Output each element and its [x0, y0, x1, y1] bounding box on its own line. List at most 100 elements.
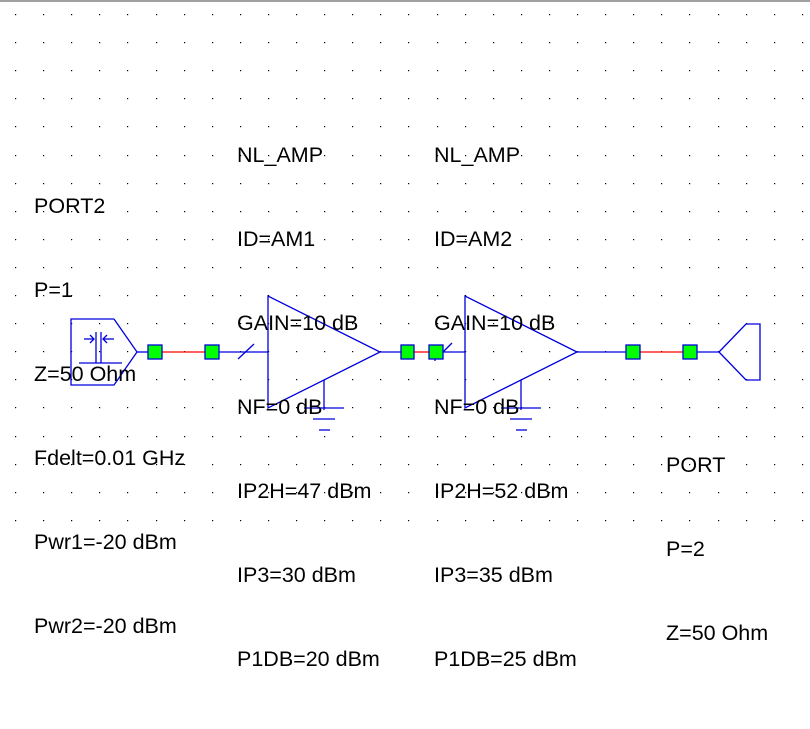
grid-dot: [240, 42, 242, 44]
grid-dot: [633, 464, 635, 466]
grid-dot: [577, 436, 579, 438]
node-port2-in[interactable]: [682, 344, 698, 360]
grid-dot: [184, 407, 186, 409]
port1-param-p: P=1: [34, 278, 73, 302]
grid-dot: [605, 379, 607, 381]
grid-dot: [296, 379, 298, 381]
grid-dot: [493, 42, 495, 44]
grid-dot: [380, 407, 382, 409]
grid-dot: [746, 183, 748, 185]
grid-dot: [661, 183, 663, 185]
grid-dot: [268, 14, 270, 16]
grid-dot: [296, 70, 298, 72]
grid-dot: [352, 436, 354, 438]
grid-dot: [718, 155, 720, 157]
grid-dot: [352, 267, 354, 269]
node-port1-out[interactable]: [147, 344, 163, 360]
grid-dot: [718, 464, 720, 466]
grid-dot: [296, 98, 298, 100]
node-amp1-out[interactable]: [400, 344, 415, 360]
grid-dot: [493, 295, 495, 297]
grid-dot: [774, 98, 776, 100]
grid-dot: [240, 126, 242, 128]
amp2-symbol[interactable]: [434, 294, 626, 431]
grid-dot: [352, 14, 354, 16]
grid-dot: [493, 183, 495, 185]
grid-dot: [15, 126, 17, 128]
grid-dot: [746, 407, 748, 409]
grid-dot: [661, 155, 663, 157]
grid-dot: [437, 323, 439, 325]
grid-dot: [15, 155, 17, 157]
grid-dot: [324, 98, 326, 100]
grid-dot: [549, 239, 551, 241]
grid-dot: [408, 436, 410, 438]
schematic-canvas[interactable]: PORT2 P=1 Z=50 Ohm Fdelt=0.01 GHz Pwr1=-…: [0, 0, 810, 671]
grid-dot: [605, 42, 607, 44]
grid-dot: [746, 211, 748, 213]
grid-dot: [408, 70, 410, 72]
grid-dot: [661, 492, 663, 494]
grid-dot: [802, 267, 804, 269]
grid-dot: [746, 14, 748, 16]
grid-dot: [156, 379, 158, 381]
grid-dot: [268, 520, 270, 522]
grid-dot: [408, 267, 410, 269]
grid-dot: [380, 211, 382, 213]
grid-dot: [268, 183, 270, 185]
grid-dot: [71, 98, 73, 100]
grid-dot: [774, 520, 776, 522]
port1-label[interactable]: PORT2 P=1 Z=50 Ohm Fdelt=0.01 GHz Pwr1=-…: [34, 136, 185, 696]
grid-dot: [268, 42, 270, 44]
grid-dot: [352, 42, 354, 44]
grid-dot: [549, 436, 551, 438]
grid-dot: [43, 155, 45, 157]
amp1-symbol[interactable]: [219, 294, 401, 431]
grid-dot: [43, 323, 45, 325]
amp2-input-marker: [442, 342, 453, 353]
node-amp1-in[interactable]: [204, 344, 220, 360]
grid-dot: [493, 492, 495, 494]
amp1-param-p1db: P1DB=20 dBm: [237, 647, 380, 671]
grid-dot: [408, 211, 410, 213]
grid-dot: [408, 407, 410, 409]
port2-label[interactable]: PORT P=2 Z=50 Ohm: [666, 395, 768, 703]
grid-dot: [689, 520, 691, 522]
grid-dot: [240, 155, 242, 157]
grid-dot: [43, 42, 45, 44]
grid-dot: [774, 42, 776, 44]
amp2-param-gain: GAIN=10 dB: [434, 311, 556, 335]
grid-dot: [99, 351, 101, 353]
grid-dot: [802, 70, 804, 72]
grid-dot: [577, 520, 579, 522]
grid-dot: [605, 323, 607, 325]
grid-dot: [774, 492, 776, 494]
grid-dot: [802, 379, 804, 381]
grid-dot: [296, 436, 298, 438]
grid-dot: [380, 155, 382, 157]
grid-dot: [465, 211, 467, 213]
grid-dot: [802, 183, 804, 185]
grid-dot: [352, 323, 354, 325]
grid-dot: [296, 126, 298, 128]
grid-dot: [240, 295, 242, 297]
grid-dot: [184, 126, 186, 128]
grid-dot: [661, 14, 663, 16]
grid-dot: [802, 98, 804, 100]
grid-dot: [156, 70, 158, 72]
grid-dot: [437, 211, 439, 213]
grid-dot: [493, 239, 495, 241]
grid-dot: [71, 520, 73, 522]
grid-dot: [465, 520, 467, 522]
grid-dot: [521, 351, 523, 353]
amp1-label[interactable]: NL_AMP ID=AM1 GAIN=10 dB NF=0 dB IP2H=47…: [237, 85, 380, 729]
port1-symbol[interactable]: [70, 318, 148, 386]
grid-dot: [605, 520, 607, 522]
grid-dot: [268, 98, 270, 100]
port2-symbol[interactable]: [697, 323, 761, 381]
grid-dot: [71, 211, 73, 213]
grid-dot: [437, 492, 439, 494]
amp2-label[interactable]: NL_AMP ID=AM2 GAIN=10 dB NF=0 dB IP2H=52…: [434, 85, 577, 729]
node-amp2-out[interactable]: [625, 344, 641, 360]
port2-name: PORT: [666, 453, 726, 477]
